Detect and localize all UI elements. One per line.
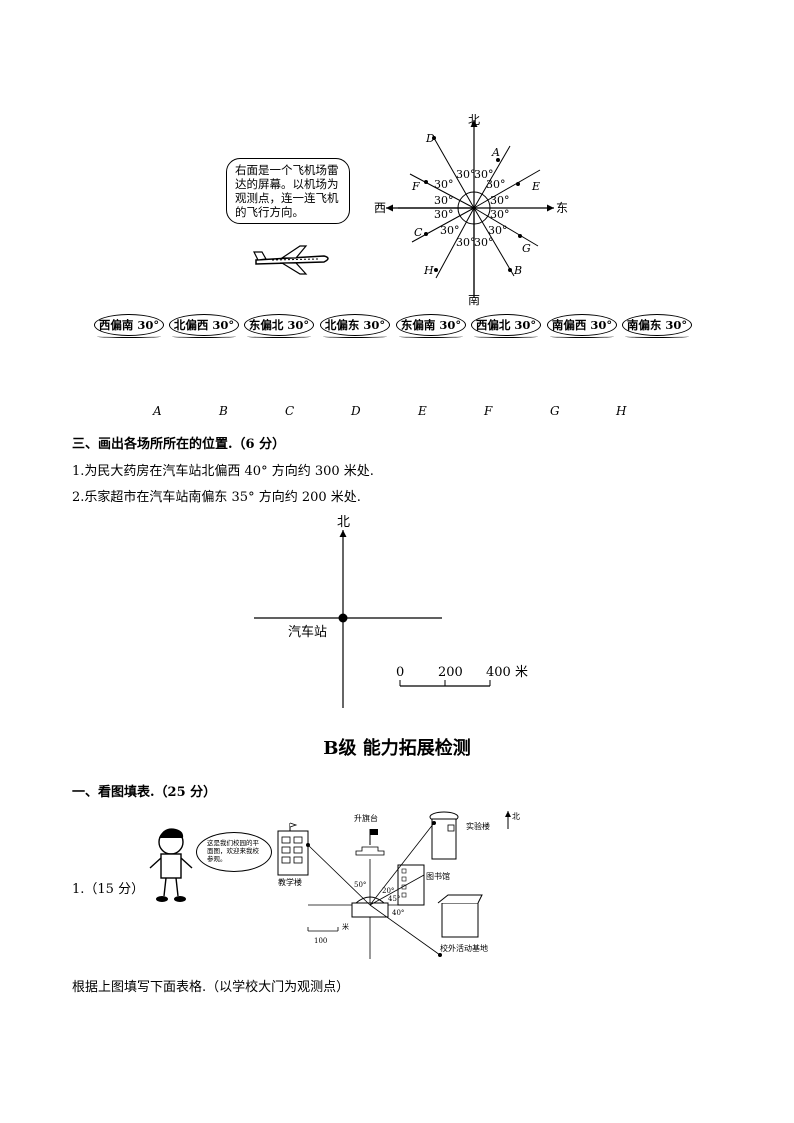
option-pill[interactable]: 东偏南 30° xyxy=(396,314,466,338)
radar-west-label: 西 xyxy=(374,201,386,215)
radar-point-g xyxy=(518,234,522,238)
section3-heading: 三、画出各场所所在的位置.（6 分） xyxy=(72,437,286,452)
radar-point-c xyxy=(424,232,428,236)
option-pill[interactable]: 北偏西 30° xyxy=(169,314,239,338)
radar-letter-f: F xyxy=(411,180,420,193)
radar-point-e xyxy=(516,182,520,186)
radar-south-label: 南 xyxy=(468,292,480,306)
flag-label: 升旗台 xyxy=(354,813,378,823)
levelb-item1: 1.（15 分） xyxy=(72,882,145,897)
radar-note-text: 右面是一个飞机场雷达的屏幕。以机场为观测点，连一连飞机的飞行方向。 xyxy=(235,163,339,219)
section3-item2: 2.乐家超市在汽车站南偏东 35° 方向约 200 米处. xyxy=(72,490,361,505)
angle-label: 30° xyxy=(456,168,476,181)
radar-east-label: 东 xyxy=(556,201,568,215)
answer-letter[interactable]: C xyxy=(285,404,295,418)
station-point xyxy=(338,613,348,623)
answer-letter[interactable]: H xyxy=(616,404,627,418)
student-cartoon xyxy=(149,828,193,902)
angle-label: 30° xyxy=(434,178,454,191)
angle-40: 40° xyxy=(392,909,404,917)
speech-bubble: 这是我们校园的平面图，欢迎来我校参观。 xyxy=(196,832,272,872)
answer-letter[interactable]: D xyxy=(351,404,361,418)
angle-label: 30° xyxy=(490,208,510,221)
angle-label: 30° xyxy=(486,178,506,191)
angle-label: 30° xyxy=(440,224,460,237)
angle-label: 30° xyxy=(456,236,476,249)
angle-50: 50° xyxy=(354,881,366,889)
answer-letter[interactable]: A xyxy=(153,404,162,418)
station-label: 汽车站 xyxy=(288,624,327,640)
option-pill[interactable]: 西偏北 30° xyxy=(471,314,541,338)
map-scale-unit: 米 xyxy=(342,922,349,931)
radar-point-d xyxy=(432,136,436,140)
option-pill[interactable]: 东偏北 30° xyxy=(244,314,314,338)
angle-label: 30° xyxy=(474,236,494,249)
radar-diagram: 北 南 东 西 D A F E C G H B 30° 30° 30° 30° … xyxy=(374,113,568,306)
radar-north-label: 北 xyxy=(468,113,480,127)
radar-point-b xyxy=(508,268,512,272)
answer-letter[interactable]: F xyxy=(484,404,493,418)
levelb-heading: 一、看图填表.（25 分） xyxy=(72,785,217,800)
campus-map: 教学楼 升旗台 实验楼 北 图书馆 校外活动基地 50° 20° 45° 40°… xyxy=(277,811,520,959)
angle-label: 30° xyxy=(488,224,508,237)
library-label: 图书馆 xyxy=(426,871,450,881)
radar-letter-h: H xyxy=(423,264,434,277)
radar-point-f xyxy=(424,180,428,184)
instruction-text: 根据上图填写下面表格.（以学校大门为观测点） xyxy=(72,980,350,995)
scale-400: 400 米 xyxy=(486,665,528,680)
answer-letter[interactable]: E xyxy=(418,404,427,418)
scale-200: 200 xyxy=(438,665,463,680)
option-pill[interactable]: 北偏东 30° xyxy=(320,314,390,338)
angle-label: 30° xyxy=(490,194,510,207)
angle-20: 20° xyxy=(382,887,394,895)
radar-point-h xyxy=(434,268,438,272)
station-north-label: 北 xyxy=(337,515,350,530)
map-north-label: 北 xyxy=(512,812,520,821)
angle-label: 30° xyxy=(434,208,454,221)
option-pill[interactable]: 西偏南 30° xyxy=(94,314,164,338)
map-scale: 100 xyxy=(314,937,327,945)
teaching-label: 教学楼 xyxy=(278,877,302,887)
angle-label: 30° xyxy=(474,168,494,181)
lab-label: 实验楼 xyxy=(466,821,490,831)
radar-letter-c: C xyxy=(414,226,423,239)
angle-label: 30° xyxy=(434,194,454,207)
radar-letter-b: B xyxy=(513,264,522,277)
answer-letter[interactable]: G xyxy=(550,404,560,418)
radar-letter-d: D xyxy=(425,132,435,145)
answer-letter[interactable]: B xyxy=(219,404,228,418)
radar-letter-a: A xyxy=(491,146,500,159)
radar-note-box: 右面是一个飞机场雷达的屏幕。以机场为观测点，连一连飞机的飞行方向。 xyxy=(226,158,350,224)
radar-letter-e: E xyxy=(531,180,540,193)
section3-item1: 1.为民大药房在汽车站北偏西 40° 方向约 300 米处. xyxy=(72,464,374,479)
station-diagram: 北 汽车站 0 200 400 米 xyxy=(254,515,528,708)
radar-letter-g: G xyxy=(522,242,531,255)
scale-0: 0 xyxy=(396,665,404,680)
radar-point-a xyxy=(496,158,500,162)
option-pill[interactable]: 南偏东 30° xyxy=(622,314,692,338)
speech-text: 这是我们校园的平面图，欢迎来我校参观。 xyxy=(207,839,259,863)
angle-45: 45° xyxy=(388,895,400,903)
option-pill[interactable]: 南偏西 30° xyxy=(547,314,617,338)
airplane-icon xyxy=(253,245,329,275)
levelb-title: B级 能力拓展检测 xyxy=(323,738,471,759)
outdoor-label: 校外活动基地 xyxy=(440,943,488,953)
